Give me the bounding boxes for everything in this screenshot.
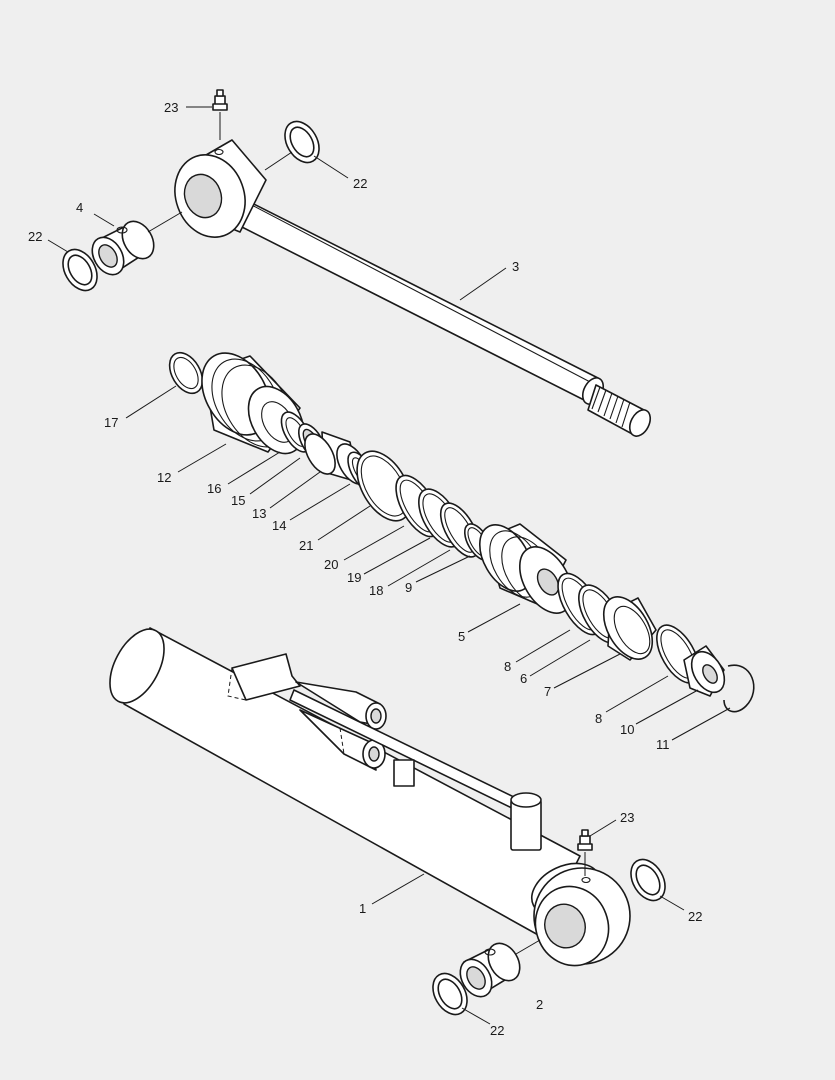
bushing-base-eye <box>459 939 541 998</box>
callout-14: 14 <box>272 518 286 533</box>
callout-15: 15 <box>231 493 245 508</box>
callout-labels: 23 22 4 22 3 17 12 16 15 13 14 21 20 19 … <box>28 100 702 1038</box>
callout-2: 2 <box>536 997 543 1012</box>
seal-7 <box>602 596 657 661</box>
callout-1: 1 <box>359 901 366 916</box>
callout-22-bottom-right: 22 <box>688 909 702 924</box>
callout-9: 9 <box>405 580 412 595</box>
seal-ring-bottom-left <box>432 972 468 1016</box>
gland-12 <box>201 352 305 455</box>
callout-5: 5 <box>458 629 465 644</box>
callout-8-lower: 8 <box>595 711 602 726</box>
bushing-rod-eye <box>91 211 183 276</box>
callout-20: 20 <box>324 557 338 572</box>
grease-nipple-bottom <box>577 829 593 876</box>
piston-rod <box>174 139 652 437</box>
callout-4: 4 <box>76 200 83 215</box>
callout-23-bottom: 23 <box>620 810 634 825</box>
grease-nipple-top <box>212 89 228 140</box>
callout-22-bottom-left: 22 <box>490 1023 504 1038</box>
callout-7: 7 <box>544 684 551 699</box>
callout-8-upper: 8 <box>504 659 511 674</box>
callout-19: 19 <box>347 570 361 585</box>
circlip-11 <box>723 664 755 713</box>
nut-10 <box>683 645 726 697</box>
callout-6: 6 <box>520 671 527 686</box>
leader-lines <box>47 106 731 1025</box>
piston-5 <box>478 523 574 614</box>
seal-ring-left <box>62 248 98 292</box>
callout-13: 13 <box>252 506 266 521</box>
callout-17: 17 <box>104 415 118 430</box>
callout-3: 3 <box>512 259 519 274</box>
callout-22-left: 22 <box>28 229 42 244</box>
seal-ring-bottom-right <box>630 858 666 902</box>
seal-ring-top-right <box>264 120 320 171</box>
callout-21: 21 <box>299 538 313 553</box>
callout-16: 16 <box>207 481 221 496</box>
callout-18: 18 <box>369 583 383 598</box>
o-ring-17 <box>168 351 204 395</box>
callout-11: 11 <box>656 737 670 752</box>
callout-22-top-right: 22 <box>353 176 367 191</box>
callout-12: 12 <box>157 470 171 485</box>
cylinder-barrel <box>109 627 631 967</box>
callout-10: 10 <box>620 722 634 737</box>
callout-23-top: 23 <box>164 100 178 115</box>
